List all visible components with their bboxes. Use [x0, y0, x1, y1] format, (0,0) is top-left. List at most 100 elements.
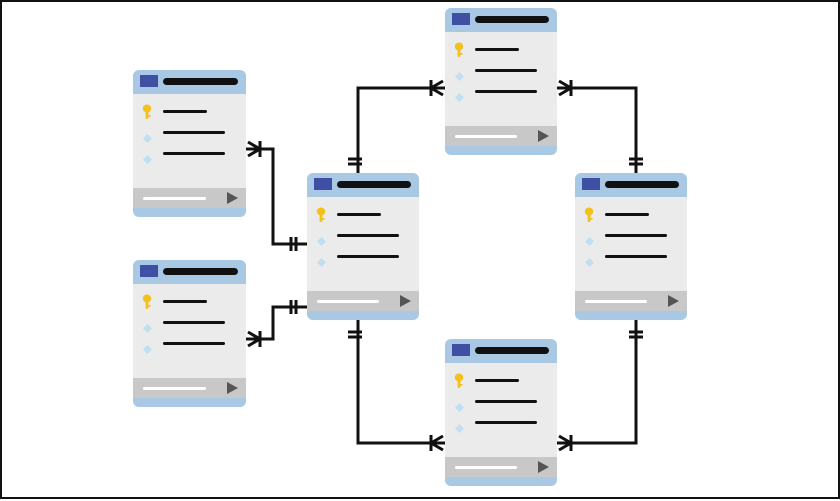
table-field-row[interactable]: [445, 40, 557, 58]
field-line: [163, 110, 207, 113]
table-fields: [133, 94, 246, 188]
connector-center-top: [356, 86, 445, 173]
table-field-row[interactable]: [307, 226, 419, 246]
table-field-row[interactable]: [445, 61, 557, 81]
key-icon: [315, 207, 327, 223]
field-line: [475, 400, 537, 403]
key-icon: [453, 373, 465, 389]
one-marker: [289, 300, 298, 314]
table-left-top[interactable]: [133, 70, 246, 217]
play-icon[interactable]: [227, 192, 238, 204]
table-field-row[interactable]: [133, 334, 246, 354]
field-line: [605, 255, 667, 258]
field-line: [163, 152, 225, 155]
diamond-icon: [317, 231, 326, 246]
table-field-row[interactable]: [445, 371, 557, 389]
diamond-icon: [143, 318, 152, 333]
table-field-row[interactable]: [133, 292, 246, 310]
one-marker: [348, 157, 362, 166]
diamond-icon: [143, 339, 152, 354]
table-fields: [445, 32, 557, 126]
play-icon[interactable]: [668, 295, 679, 307]
footer-line: [143, 197, 206, 200]
crow-foot-marker: [429, 79, 444, 97]
play-icon[interactable]: [227, 382, 238, 394]
footer-line: [317, 300, 379, 303]
diamond-icon: [585, 231, 594, 246]
table-field-row[interactable]: [575, 247, 687, 267]
field-line: [163, 131, 225, 134]
crow-foot-marker: [558, 79, 573, 97]
table-fields: [445, 363, 557, 457]
table-bottom-band: [445, 146, 557, 155]
table-bottom[interactable]: [445, 339, 557, 486]
table-field-row[interactable]: [445, 413, 557, 433]
crow-foot-marker: [558, 434, 573, 452]
table-field-row[interactable]: [307, 247, 419, 267]
table-top[interactable]: [445, 8, 557, 155]
table-title-bar: [163, 268, 238, 275]
field-line: [475, 69, 537, 72]
footer-line: [455, 135, 517, 138]
diamond-icon: [585, 252, 594, 267]
table-header: [575, 173, 687, 197]
diamond-icon: [455, 397, 464, 412]
connector-left-bottom-center: [246, 305, 307, 341]
connector-left-top-center: [246, 147, 307, 246]
table-footer: [133, 378, 246, 398]
field-line: [337, 255, 399, 258]
field-line: [163, 342, 225, 345]
play-icon[interactable]: [538, 130, 549, 142]
table-header: [307, 173, 419, 197]
table-left-bottom[interactable]: [133, 260, 246, 407]
table-footer: [307, 291, 419, 311]
table-field-row[interactable]: [307, 205, 419, 223]
one-marker: [289, 237, 298, 251]
field-line: [337, 234, 399, 237]
table-fields: [307, 197, 419, 291]
table-right[interactable]: [575, 173, 687, 320]
diamond-icon: [143, 149, 152, 164]
table-bottom-band: [575, 311, 687, 320]
field-line: [475, 90, 537, 93]
table-field-row[interactable]: [133, 123, 246, 143]
table-field-row[interactable]: [133, 102, 246, 120]
diamond-icon: [455, 418, 464, 433]
field-line: [605, 213, 649, 216]
table-footer: [445, 126, 557, 146]
table-header: [133, 260, 246, 284]
connector-center-bottom: [356, 320, 445, 445]
crow-foot-marker: [247, 140, 262, 158]
one-marker: [348, 330, 362, 339]
table-icon: [140, 265, 158, 277]
field-line: [475, 379, 519, 382]
connector-right-bottom: [557, 320, 638, 445]
table-field-row[interactable]: [133, 144, 246, 164]
one-marker: [629, 157, 643, 166]
crow-foot-marker: [247, 330, 262, 348]
diamond-icon: [455, 87, 464, 102]
table-header: [445, 8, 557, 32]
table-icon: [140, 75, 158, 87]
table-bottom-band: [307, 311, 419, 320]
play-icon[interactable]: [538, 461, 549, 473]
footer-line: [143, 387, 206, 390]
table-field-row[interactable]: [445, 82, 557, 102]
table-bottom-band: [445, 477, 557, 486]
field-line: [475, 421, 537, 424]
table-fields: [575, 197, 687, 291]
play-icon[interactable]: [400, 295, 411, 307]
table-field-row[interactable]: [575, 205, 687, 223]
table-field-row[interactable]: [133, 313, 246, 333]
table-center[interactable]: [307, 173, 419, 320]
table-icon: [452, 13, 470, 25]
table-field-row[interactable]: [575, 226, 687, 246]
table-title-bar: [163, 78, 238, 85]
table-bottom-band: [133, 398, 246, 407]
table-field-row[interactable]: [445, 392, 557, 412]
field-line: [337, 213, 381, 216]
table-title-bar: [475, 16, 549, 23]
field-line: [605, 234, 667, 237]
